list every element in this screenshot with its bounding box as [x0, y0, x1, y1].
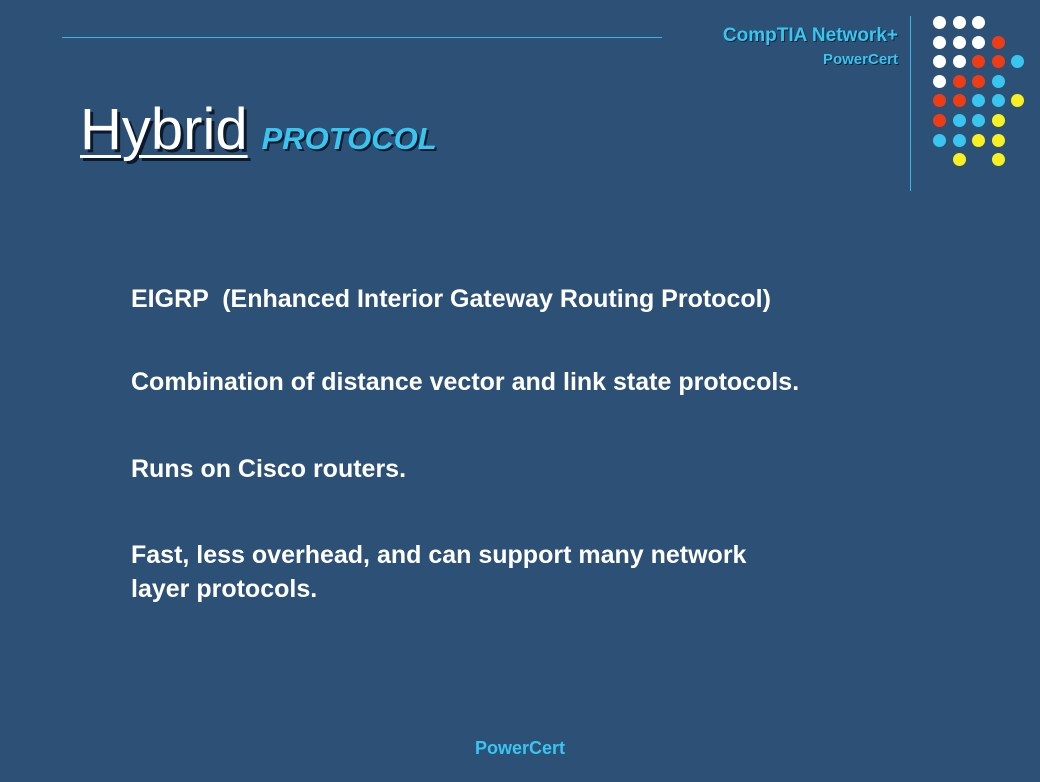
slide-title: Hybrid PROTOCOL: [80, 96, 437, 163]
dot-red: [933, 114, 946, 127]
top-divider-line: [62, 37, 662, 38]
dot-white: [933, 35, 946, 49]
title-main: Hybrid: [80, 97, 248, 162]
dot-white: [972, 16, 986, 29]
dot-yellow: [991, 153, 1005, 167]
dot-blue: [991, 94, 1005, 108]
dot-white: [952, 35, 966, 49]
dot-blue: [972, 114, 986, 127]
brand-subtitle: PowerCert: [822, 51, 898, 68]
dot-red: [972, 55, 986, 69]
dot-yellow: [1011, 94, 1025, 108]
dot-blue: [933, 133, 946, 147]
dot-white: [933, 74, 946, 88]
dot-red: [991, 35, 1005, 49]
footer-brand: PowerCert: [474, 738, 566, 758]
bullet-eigrp: EIGRP (Enhanced Interior Gateway Routing…: [131, 285, 771, 313]
dot-white: [933, 55, 946, 69]
dot-white: [972, 35, 986, 49]
bullet-combination: Combination of distance vector and link …: [131, 368, 800, 396]
dot-red: [952, 74, 966, 88]
dot-blue: [952, 133, 966, 147]
dot-red: [952, 94, 966, 108]
dot-red: [933, 94, 946, 108]
dot-red: [972, 74, 986, 88]
brand-title: CompTIA Network+: [722, 25, 898, 46]
dot-yellow: [991, 133, 1005, 147]
bullet-fast: Fast, less overhead, and can support man…: [131, 541, 747, 603]
dot-yellow: [972, 133, 986, 147]
dot-yellow: [991, 114, 1005, 127]
dot-blue: [972, 94, 986, 108]
vertical-divider-line: [910, 16, 911, 191]
title-sub: PROTOCOL: [261, 121, 437, 156]
dot-yellow: [952, 153, 966, 167]
dot-blue: [952, 114, 966, 127]
dot-red: [991, 55, 1005, 69]
dot-white: [952, 16, 966, 29]
dot-blue: [1011, 55, 1025, 69]
dot-white: [952, 55, 966, 69]
dot-white: [933, 16, 946, 29]
dot-blue: [991, 74, 1005, 88]
bullet-cisco: Runs on Cisco routers.: [131, 455, 407, 483]
